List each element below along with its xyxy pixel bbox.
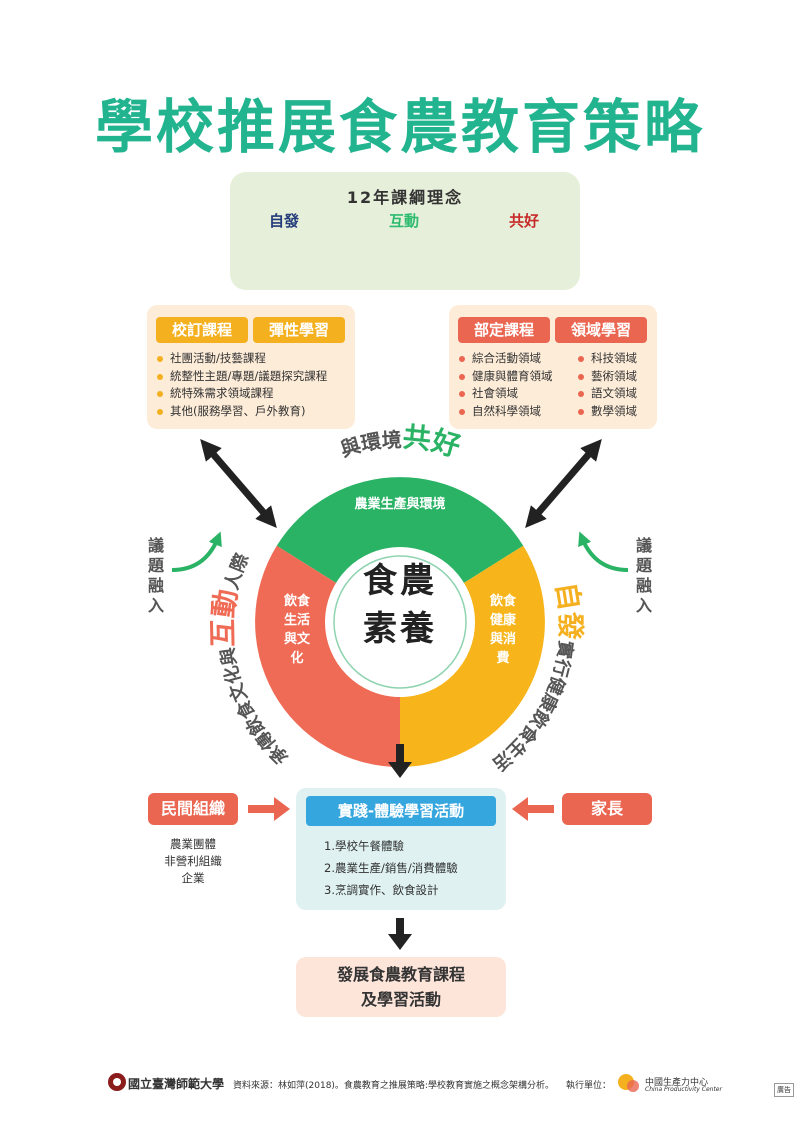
cpc-english-name: China Productivity Center: [645, 1086, 722, 1093]
down-arrow-to-practice: [388, 744, 412, 778]
wheel-segment-health: [400, 545, 545, 767]
practice-step-2: 2.農業生產/銷售/消費體驗: [324, 861, 458, 875]
parents-tag: 家長: [562, 793, 652, 825]
philosophy-interaction-label: 互動: [388, 212, 419, 230]
data-source-note: 資料來源：林如萍(2018)。食農教育之推展策略:學校教育實施之概念架構分析。: [233, 1081, 554, 1091]
center-line-1: 食農: [363, 561, 437, 601]
list-item: 科技領域: [578, 350, 637, 368]
philosophy-common-good-label: 共好: [508, 212, 539, 230]
ntnu-logo-icon: [108, 1073, 126, 1091]
philosophy-self-label: 自發: [268, 212, 299, 230]
list-item: 社團活動/技藝課程: [157, 350, 327, 368]
list-item: 其他(服務學習、戶外教育): [157, 403, 327, 421]
develop-curriculum-text: 發展食農教育課程 及學習活動: [296, 962, 506, 1012]
university-name: 國立臺灣師範大學: [128, 1077, 225, 1091]
school-curriculum-list: 社團活動/技藝課程 統整性主題/專題/議題探究課程 統特殊需求領域課程 其他(服…: [157, 350, 327, 420]
center-line-2: 素養: [363, 609, 437, 649]
down-arrow-to-develop: [388, 918, 412, 950]
segment-label-health: 飲食健康與消費: [489, 594, 516, 666]
list-item: 統特殊需求領域課程: [157, 385, 327, 403]
cpc-name: 中國生產力中心: [645, 1078, 709, 1088]
left-integration-arrow: [171, 531, 222, 572]
food-agriculture-literacy-center: 食農 素養: [340, 557, 460, 653]
list-item: 社會領域: [459, 385, 553, 403]
flexible-learning-tag: 彈性學習: [253, 317, 345, 343]
page-title: 學校推展食農教育策略: [94, 93, 705, 161]
issue-integration-right: 議題融入: [635, 536, 652, 615]
community-organizations-tag: 民間組織: [148, 793, 238, 825]
list-item: 農業團體: [170, 837, 216, 851]
left-double-arrow: [200, 439, 277, 528]
literacy-wheel: [255, 477, 545, 767]
list-item: 數學領域: [578, 403, 637, 421]
community-items: 農業團體 非營利組織 企業: [143, 836, 243, 887]
develop-curriculum-box: [296, 957, 506, 1017]
list-item: 語文領域: [578, 385, 637, 403]
develop-line-2: 及學習活動: [360, 990, 441, 1009]
list-item: 統整性主題/專題/議題探究課程: [157, 368, 327, 386]
cpc-logo-icon: [618, 1074, 639, 1092]
domain-learning-tag: 領域學習: [555, 317, 647, 343]
segment-label-agriculture: 農業生產與環境: [354, 497, 446, 512]
list-item: 企業: [181, 871, 205, 885]
ministry-curriculum-list-right: 科技領域 藝術領域 語文領域 數學領域: [578, 350, 637, 420]
list-item: 藝術領域: [578, 368, 637, 386]
issue-integration-left: 議題融入: [147, 536, 164, 615]
list-item: 健康與體育領域: [459, 368, 553, 386]
executor-label: 執行單位：: [566, 1081, 612, 1091]
ad-badge: 廣告: [774, 1083, 794, 1097]
right-double-arrow: [525, 439, 602, 528]
arrow-from-parents: [512, 797, 554, 821]
ministry-curriculum-list-left: 綜合活動領域 健康與體育領域 社會領域 自然科學領域: [459, 350, 553, 420]
develop-line-1: 發展食農教育課程: [336, 965, 465, 984]
segment-label-culture: 飲食生活與文化: [283, 594, 310, 666]
practice-step-1: 1.學校午餐體驗: [324, 839, 404, 853]
list-item: 非營利組織: [164, 854, 222, 868]
list-item: 自然科學領域: [459, 403, 553, 421]
practice-step-3: 3.烹調實作、飲食設計: [324, 883, 439, 897]
arrow-from-community: [248, 797, 290, 821]
school-curriculum-tag: 校訂課程: [156, 317, 248, 343]
curriculum-philosophy-panel: [230, 172, 580, 290]
right-integration-arrow: [578, 531, 629, 572]
ministry-curriculum-tag: 部定課程: [458, 317, 550, 343]
wheel-segment-culture: [255, 545, 400, 767]
wheel-segment-agriculture: [276, 477, 524, 583]
practice-activities-tag: 實踐-體驗學習活動: [306, 796, 496, 826]
outer-label-top: 與環境共好: [337, 420, 464, 463]
list-item: 綜合活動領域: [459, 350, 553, 368]
philosophy-heading: 12年課綱理念: [346, 188, 464, 207]
